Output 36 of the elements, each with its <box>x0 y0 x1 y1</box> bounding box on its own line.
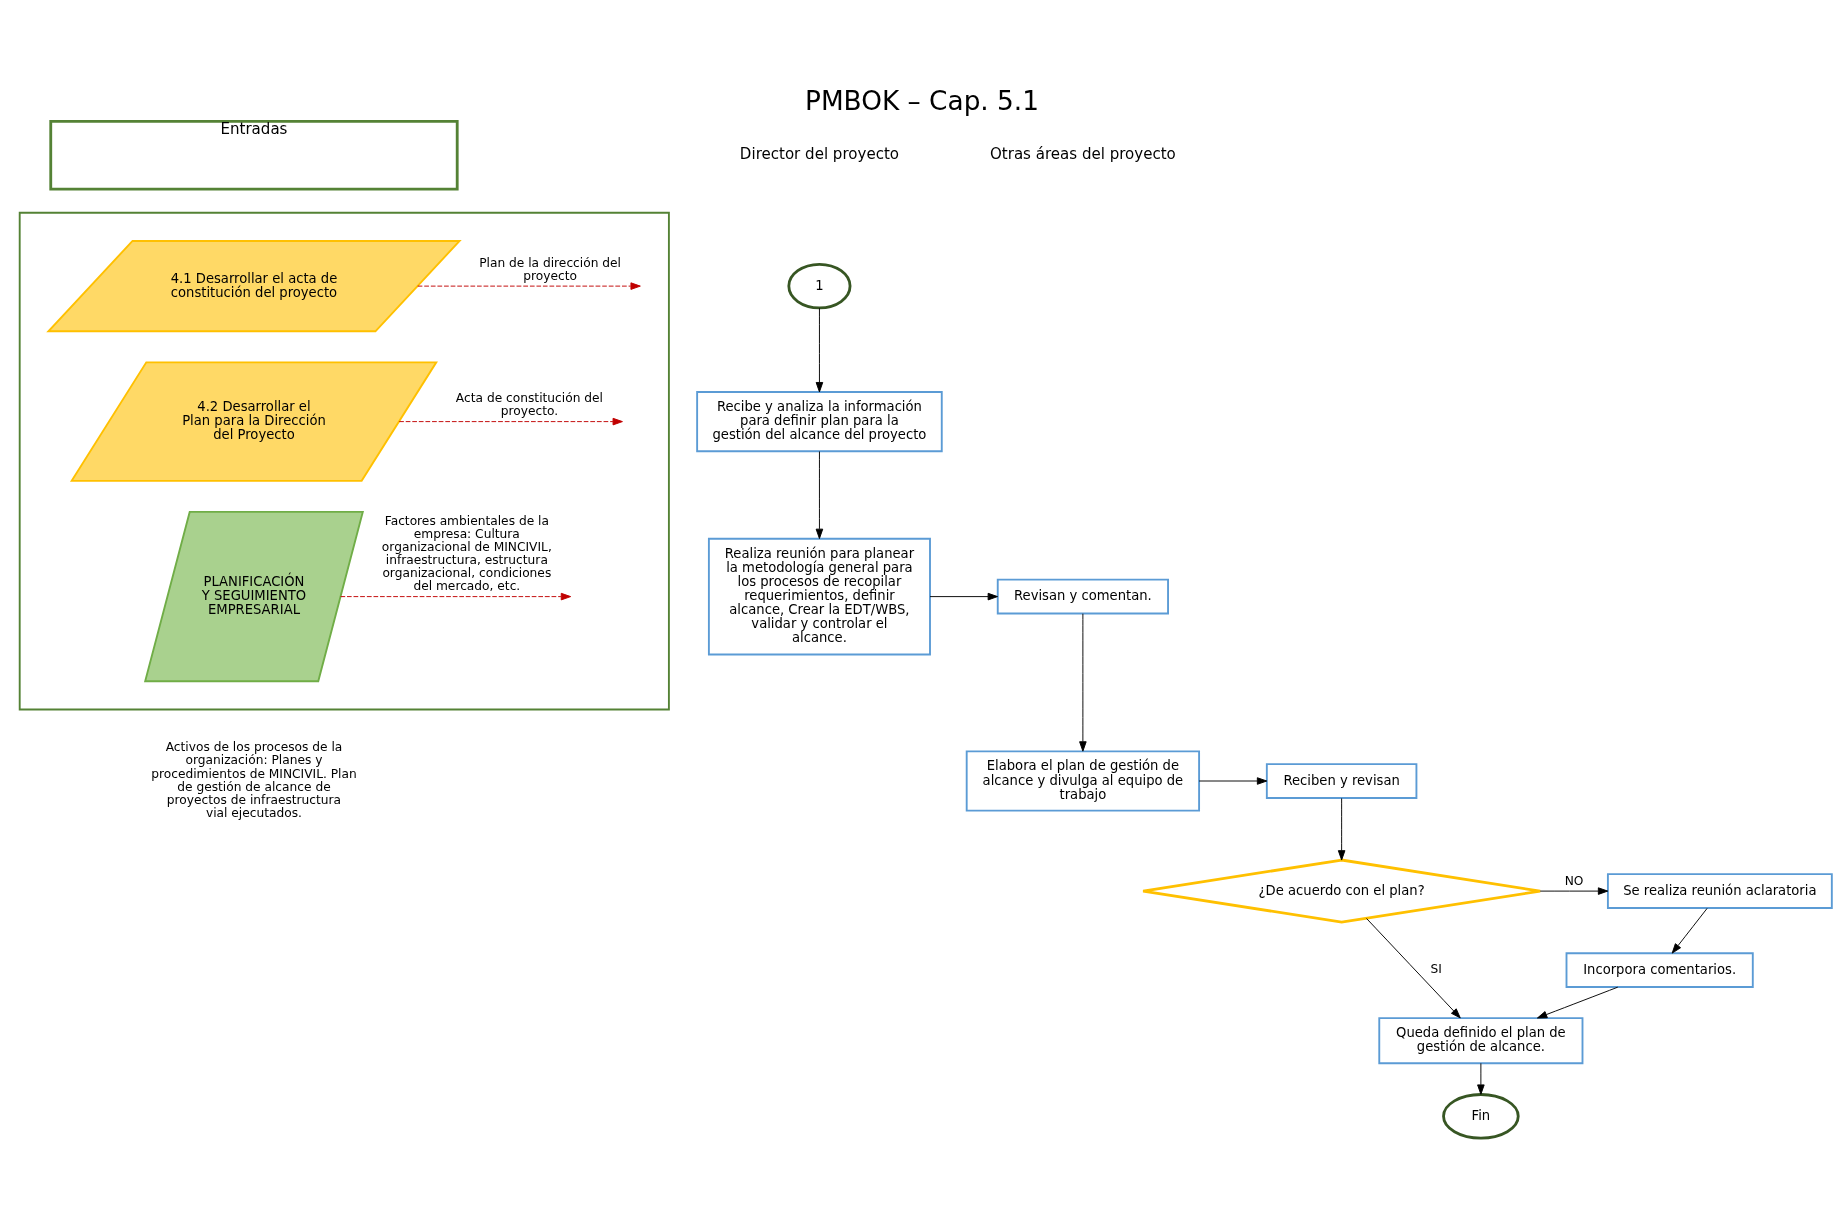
arrow <box>929 592 998 600</box>
arrow <box>417 281 641 290</box>
label: Activos de los procesos de la organización: Planes y procedimientos de MINCIVIL. Plan de gestión de alcance de proyectos de infraestructura vial ejecutados. <box>151 739 357 820</box>
label: Director del proyecto <box>739 144 900 163</box>
edge-label: SI <box>1430 961 1442 976</box>
arrow <box>815 307 824 392</box>
node-ellipse: 1 <box>787 262 852 309</box>
arrow <box>1198 776 1268 785</box>
arrow <box>398 417 623 425</box>
arrow <box>1477 1062 1485 1095</box>
edge-label: Acta de constitución del proyecto. <box>455 390 603 418</box>
cluster <box>18 211 670 710</box>
arrow <box>1079 612 1087 752</box>
arrow <box>1536 986 1619 1018</box>
edge-label: NO <box>1564 873 1584 888</box>
node-diamond: ¿De acuerdo con el plan? <box>1141 858 1542 924</box>
node-box: Elabora el plan de gestión de alcance y divulga al equipo de trabajo <box>965 749 1201 812</box>
node-box: Entradas <box>49 119 459 191</box>
arrow <box>1539 886 1609 895</box>
arrow <box>1366 917 1461 1018</box>
node-box: Queda definido el plan de gestión de alcance. <box>1378 1016 1584 1064</box>
label: Otras áreas del proyecto <box>989 144 1176 163</box>
arrow <box>1337 797 1346 860</box>
arrow <box>1671 907 1708 954</box>
node-box: Incorpora comentarios. <box>1565 951 1754 988</box>
diagram-title: PMBOK – Cap. 5.1 <box>805 85 1039 116</box>
node-box: Recibe y analiza la información para definir plan para la gestión del alcance del proyecto <box>696 390 943 452</box>
node-ellipse: Fin <box>1442 1092 1520 1139</box>
edge-label: Plan de la dirección del proyecto <box>479 255 621 283</box>
edge-label: Factores ambientales de la empresa: Cultura organizacional de MINCIVIL, infraestructura, estructura organizacional, condiciones del mercado, etc. <box>381 513 552 593</box>
arrow <box>815 450 824 539</box>
node-box: Realiza reunión para planear la metodología general para los procesos de recopilar requerimientos, definir alcance, Crear la EDT/WBS, validar y controlar el alcance. <box>707 537 931 655</box>
node-box: Revisan y comentan. <box>996 578 1169 614</box>
node-box: Reciben y revisan <box>1265 762 1418 799</box>
arrow <box>340 592 572 600</box>
node-box: Se realiza reunión aclaratoria <box>1606 872 1833 909</box>
